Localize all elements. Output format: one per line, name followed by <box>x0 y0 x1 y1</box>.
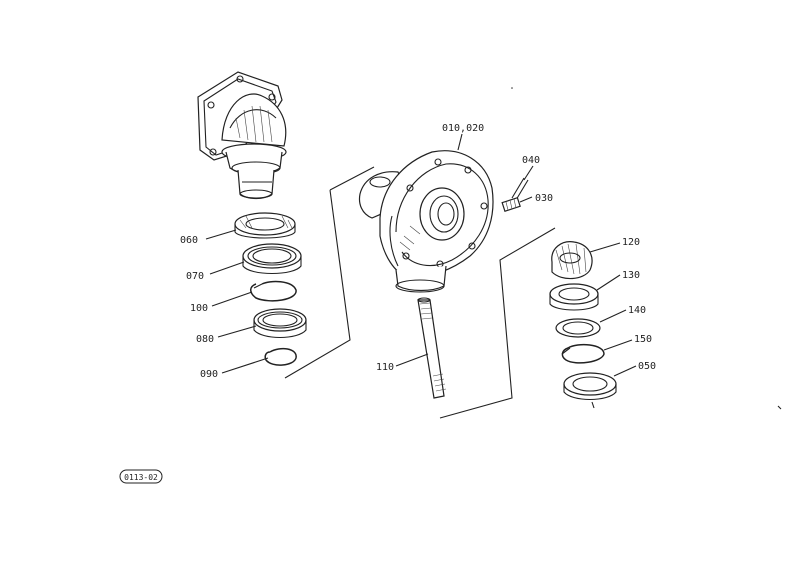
label-140: 140 <box>628 305 646 316</box>
figure-code: 0113-02 <box>124 473 158 482</box>
label-010-020: 010,020 <box>442 123 484 134</box>
left-assembly-bracket <box>284 166 375 379</box>
label-130: 130 <box>622 270 640 281</box>
washer-140 <box>555 318 601 338</box>
label-100: 100 <box>190 303 208 314</box>
label-070: 070 <box>186 271 204 282</box>
label-030: 030 <box>535 193 553 204</box>
part-labels: 010,020 040 030 060 070 100 080 090 110 … <box>180 123 656 380</box>
snap-ring-090 <box>264 347 297 366</box>
label-120: 120 <box>622 237 640 248</box>
bearing-130 <box>549 283 599 311</box>
shaft-110 <box>417 297 447 399</box>
speck-mark <box>511 87 513 89</box>
leader-lines <box>205 133 637 377</box>
circlip-150 <box>561 343 605 364</box>
label-110: 110 <box>376 362 394 373</box>
label-150: 150 <box>634 334 652 345</box>
label-080: 080 <box>196 334 214 345</box>
speck-mark-right <box>777 405 782 410</box>
nut-030 <box>501 196 521 212</box>
bearing-080 <box>253 308 307 339</box>
label-060: 060 <box>180 235 198 246</box>
center-assembly-bracket <box>439 227 556 419</box>
bevel-gear-120 <box>551 241 593 280</box>
label-050: 050 <box>638 361 656 372</box>
housing-cover <box>197 71 287 200</box>
oil-seal-060 <box>234 212 296 239</box>
bolt-040 <box>511 177 529 201</box>
figure-code-badge: 0113-02 <box>119 469 163 484</box>
gear-case-010-020 <box>358 150 494 293</box>
seal-050 <box>563 372 617 409</box>
circlip-100 <box>250 280 297 302</box>
bearing-070 <box>242 243 302 274</box>
label-090: 090 <box>200 369 218 380</box>
label-040: 040 <box>522 155 540 166</box>
